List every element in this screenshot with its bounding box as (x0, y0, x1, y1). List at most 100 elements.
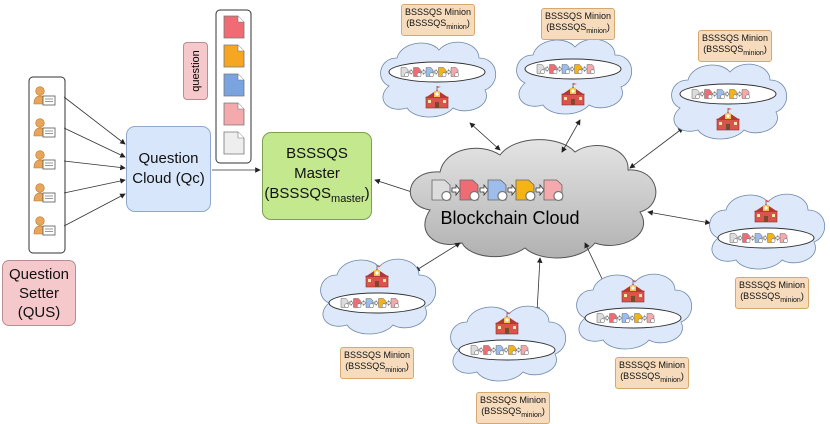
chain-arrow-icon (451, 183, 461, 197)
block-document-icon (470, 345, 479, 356)
block-document-icon (413, 67, 422, 77)
block-document-icon (483, 345, 492, 356)
block-document-icon (543, 179, 564, 202)
minion-cloud (450, 305, 566, 382)
block-document-icon (536, 64, 545, 74)
block-document-icon (767, 233, 776, 243)
minion-label: BSSSQS Minion(BSSSQSminion) (735, 277, 810, 309)
block-document-icon (691, 89, 700, 99)
block-document-icon (634, 313, 643, 324)
block-document-icon (741, 89, 750, 99)
block-document-icon (495, 345, 504, 356)
minion-cloud (576, 273, 692, 350)
chain-arrow-icon (582, 65, 587, 73)
blockchain-cloud-label: Blockchain Cloud (440, 208, 580, 228)
block-document-icon (609, 313, 618, 324)
chain-arrow-icon (737, 234, 743, 242)
block-document-icon (742, 233, 751, 243)
chain-arrow-icon (775, 234, 780, 242)
block-document-icon (390, 298, 399, 309)
question-document-icon (223, 44, 245, 68)
chain-arrow-icon (348, 299, 354, 307)
chain-arrow-icon (373, 299, 379, 307)
block-document-icon (487, 179, 508, 202)
minion-label: BSSSQS Minion(BSSSQSminion) (476, 392, 551, 424)
chain-arrow-icon (516, 346, 521, 354)
question-document-icon (223, 102, 245, 126)
minion-label: BSSSQS Minion(BSSSQSminion) (541, 8, 616, 40)
chain-arrow-icon (712, 90, 717, 98)
chain-arrow-icon (491, 346, 496, 354)
chain-arrow-icon (762, 234, 768, 242)
question-document-icon (223, 15, 245, 39)
block-document-icon (400, 67, 409, 77)
chain-arrow-icon (617, 314, 622, 322)
block-document-icon (561, 64, 570, 74)
block-document-icon (716, 89, 725, 99)
question-tag-text: question (189, 50, 202, 92)
minion-label: BSSSQS Minion(BSSSQSminion) (698, 30, 773, 62)
chain-arrow-icon (433, 68, 439, 76)
qus-line1: Question (8, 265, 70, 283)
chain-arrow-icon (569, 65, 575, 73)
minion-cloud (380, 41, 496, 118)
minion-cloud (709, 193, 825, 270)
question-cloud-box: Question Cloud (Qc) (126, 126, 211, 212)
block-document-icon (574, 64, 583, 74)
block-document-icon (520, 345, 529, 356)
block-document-icon (704, 89, 713, 99)
block-document-icon (425, 67, 434, 77)
chain-arrow-icon (557, 65, 562, 73)
block-document-icon (508, 345, 517, 356)
block-document-icon (459, 179, 480, 202)
setter-to-qc-arrows (63, 96, 126, 227)
chain-arrow-icon (544, 65, 550, 73)
chain-arrow-icon (478, 346, 484, 354)
chain-arrow-icon (699, 90, 705, 98)
chain-arrow-icon (724, 90, 730, 98)
chain-arrow-icon (408, 68, 414, 76)
block-document-icon (438, 67, 447, 77)
minion-label: BSSSQS Minion(BSSSQSminion) (340, 347, 415, 379)
qc-line1: Question (138, 150, 199, 167)
chain-arrow-icon (479, 183, 489, 197)
block-document-icon (729, 233, 738, 243)
master-line2: Master (294, 164, 340, 182)
bsssqs-master-box: BSSSQS Master (BSSSQSmaster) (262, 132, 372, 220)
block-document-icon (621, 313, 630, 324)
minion-label: BSSSQS Minion(BSSSQSminion) (401, 4, 476, 36)
block-document-icon (729, 89, 738, 99)
chain-arrow-icon (361, 299, 366, 307)
master-line1: BSSSQS (286, 144, 348, 162)
chain-arrow-icon (737, 90, 742, 98)
minion-cloud (671, 63, 787, 140)
minion-cloud (320, 258, 436, 335)
block-document-icon (549, 64, 558, 74)
chain-arrow-icon (507, 183, 517, 197)
chain-arrow-icon (642, 314, 647, 322)
chain-arrow-icon (629, 314, 635, 322)
question-document-icon (223, 73, 245, 97)
qc-line2: Cloud (Qc) (132, 170, 205, 187)
block-document-icon (340, 298, 349, 309)
minion-cloud (516, 38, 632, 115)
master-line3: (BSSSQSmaster) (264, 184, 370, 205)
chain-arrow-icon (446, 68, 451, 76)
qus-line3: (QUS) (17, 303, 61, 321)
question-setter-box: Question Setter (QUS) (2, 260, 76, 326)
blockchain-minion-arrows (414, 119, 711, 313)
block-document-icon (515, 179, 536, 202)
block-document-icon (646, 313, 655, 324)
block-document-icon (779, 233, 788, 243)
block-document-icon (378, 298, 387, 309)
block-document-icon (431, 179, 452, 202)
block-document-icon (586, 64, 595, 74)
block-document-icon (596, 313, 605, 324)
chain-arrow-icon (535, 183, 545, 197)
block-document-icon (365, 298, 374, 309)
chain-arrow-icon (604, 314, 610, 322)
chain-arrow-icon (503, 346, 509, 354)
chain-arrow-icon (750, 234, 755, 242)
